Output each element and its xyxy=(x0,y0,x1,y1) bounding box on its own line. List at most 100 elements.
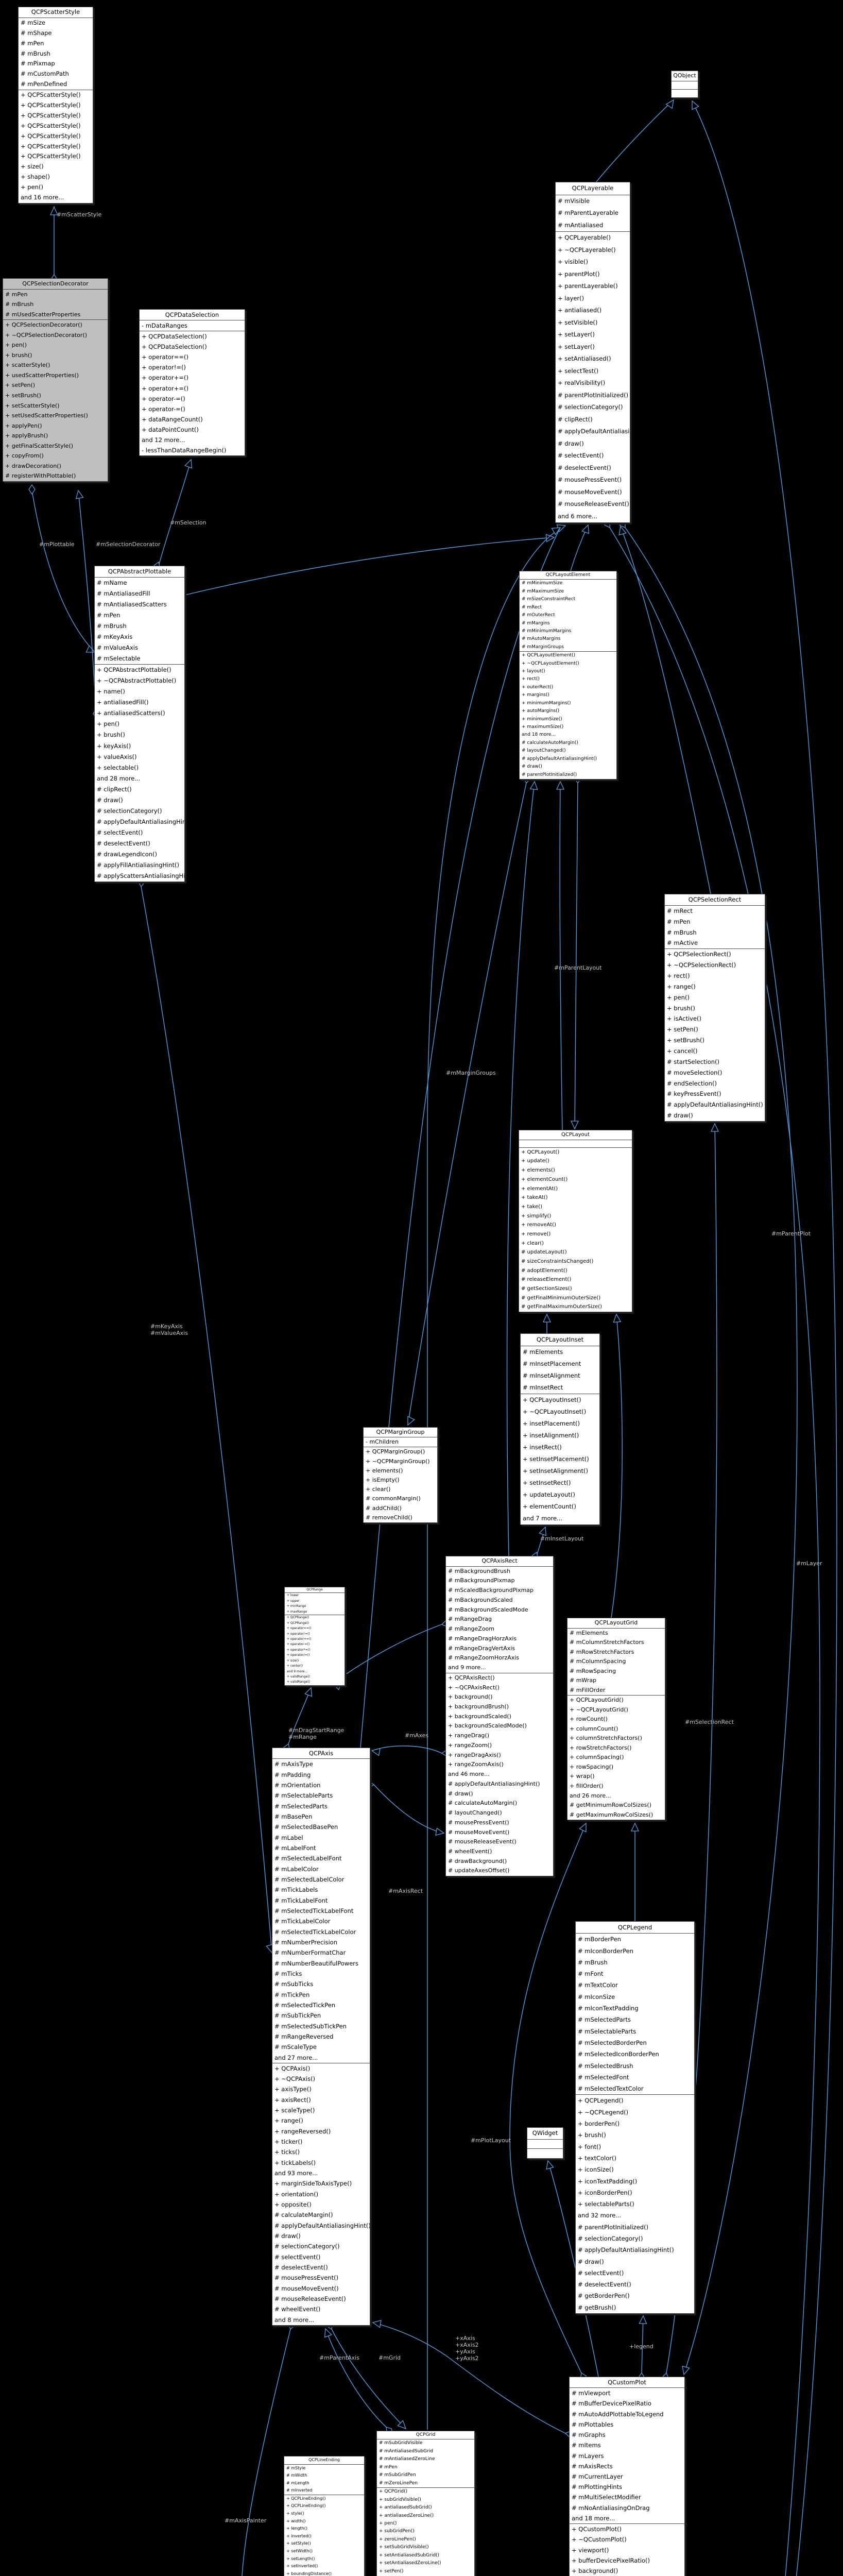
method-row: # drawBackground() xyxy=(448,1857,507,1865)
class-qcpgrid[interactable]: QCPGrid# mSubGridVisible# mAntialiasedSu… xyxy=(376,2431,475,2576)
class-qwidget[interactable]: QWidget xyxy=(527,2127,563,2159)
method-row: + pen() xyxy=(97,720,119,728)
method-row: + background() xyxy=(448,1693,493,1701)
method-row: + QCPMarginGroup() xyxy=(366,1448,425,1455)
method-row: + QCPDataSelection() xyxy=(142,333,207,341)
class-qobject[interactable]: QObject xyxy=(671,71,698,98)
method-row: + operator/=() xyxy=(287,1653,310,1657)
method-row: # selectEvent() xyxy=(578,2269,624,2277)
method-row: + columnCount() xyxy=(570,1725,618,1732)
method-row: + elements() xyxy=(366,1467,403,1474)
class-qcplayerable[interactable]: QCPLayerable# mVisible# mParentLayerable… xyxy=(555,182,630,523)
method-row: # draw() xyxy=(522,764,542,770)
edge-label: #mParentPlot xyxy=(771,1230,811,1237)
method-row: + isActive() xyxy=(667,1015,702,1023)
method-row: + margins() xyxy=(522,692,549,698)
field-row: # mFont xyxy=(578,1970,604,1978)
method-row: + visible() xyxy=(558,258,589,265)
method-row: and 28 more... xyxy=(97,774,141,782)
class-qcpabstractplottable[interactable]: QCPAbstractPlottable# mName# mAntialiase… xyxy=(94,566,185,882)
method-row: + keyAxis() xyxy=(97,742,131,750)
field-row: # mGraphs xyxy=(572,2431,606,2439)
class-qcpselectiondecorator[interactable]: QCPSelectionDecorator# mPen# mBrush# mUs… xyxy=(3,278,108,482)
field-row: + maxRange xyxy=(287,1609,307,1614)
class-title: QCPLayerable xyxy=(556,182,630,195)
method-row: + inverted() xyxy=(286,2533,312,2538)
edge-mParentPlot xyxy=(620,519,798,2376)
method-row: + applyBrush() xyxy=(5,432,48,439)
class-qcplegend[interactable]: QCPLegend# mBorderPen# mIconBorderPen# m… xyxy=(575,1921,695,2314)
field-row: # mAxisRects xyxy=(572,2462,613,2470)
method-row: + ~QCPAxisRect() xyxy=(448,1684,500,1691)
method-row: # addChild() xyxy=(366,1504,402,1512)
method-row: # sizeConstraintsChanged() xyxy=(521,1258,594,1264)
field-row: # mRect xyxy=(522,604,542,610)
method-row: + antialiased() xyxy=(558,307,602,314)
field-row: # mTickLabelColor xyxy=(274,1918,331,1925)
method-row: + wrap() xyxy=(570,1773,595,1780)
field-row: # mRangeReversed xyxy=(274,2032,334,2040)
edge-label: #mSelectionDecorator xyxy=(96,541,161,548)
method-row: # selectionCategory() xyxy=(578,2235,643,2242)
class-methods-section: + QCPAxisRect()+ ~QCPAxisRect()+ backgro… xyxy=(446,1673,553,1876)
method-row: + size() xyxy=(21,163,44,171)
method-row: + autoMargins() xyxy=(522,708,560,714)
field-row: # mBorderPen xyxy=(578,1936,621,1943)
method-row: + shape() xyxy=(21,173,50,181)
field-row: and 9 more... xyxy=(448,1664,486,1671)
class-qcpselectionrect[interactable]: QCPSelectionRect# mRect# mPen# mBrush# m… xyxy=(664,894,765,1122)
field-row: # mInsetAlignment xyxy=(523,1372,580,1379)
method-row: + rangeZoom() xyxy=(448,1741,492,1749)
method-row: # layoutChanged() xyxy=(522,748,566,754)
edge-mDragStartRangemRange xyxy=(283,1687,313,1754)
edge-label: #mLayer xyxy=(796,1560,822,1567)
field-row: - mChildren xyxy=(366,1438,399,1446)
method-row: + zeroLinePen() xyxy=(379,2536,416,2542)
class-qcpaxis[interactable]: QCPAxis# mAxisType# mPadding# mOrientati… xyxy=(272,1748,370,2326)
method-row: # layoutChanged() xyxy=(448,1809,502,1817)
class-qcplayoutinset[interactable]: QCPLayoutInset# mElements# mInsetPlaceme… xyxy=(520,1333,600,1525)
class-qcpdataselection[interactable]: QCPDataSelection- mDataRanges+ QCPDataSe… xyxy=(139,309,245,456)
class-qcpaxisrect[interactable]: QCPAxisRect# mBackgroundBrush# mBackgrou… xyxy=(445,1556,554,1876)
method-row: + QCPAbstractPlottable() xyxy=(97,666,171,674)
method-row: + ~QCPLayoutInset() xyxy=(523,1408,587,1415)
class-qcplineending[interactable]: QCPLineEnding# mStyle# mWidth# mLength# … xyxy=(284,2456,365,2576)
method-row: + pen() xyxy=(667,993,690,1001)
method-row: + QCPScatterStyle() xyxy=(21,111,81,119)
method-row: + borderPen() xyxy=(578,2120,620,2128)
field-row: # mLabelColor xyxy=(274,1865,319,1873)
edge-label: #mAxisRect xyxy=(388,1888,423,1894)
method-row: + textColor() xyxy=(578,2154,616,2162)
method-row: + dataRangeCount() xyxy=(142,415,203,423)
class-qcplayout[interactable]: QCPLayout+ QCPLayout()+ update()+ elemen… xyxy=(519,1130,632,1312)
class-fields-section: # mAxisType# mPadding# mOrientation# mSe… xyxy=(272,1759,370,2063)
field-row: # mRangeDrag xyxy=(448,1616,492,1623)
class-qcpscatterstyle[interactable]: QCPScatterStyle# mSize# mShape# mPen# mB… xyxy=(18,7,93,204)
class-methods-section: + QCPLayout()+ update()+ elements()+ ele… xyxy=(519,1148,632,1312)
method-row: + setVisible() xyxy=(558,318,598,326)
class-qcplayoutgrid[interactable]: QCPLayoutGrid# mElements# mColumnStretch… xyxy=(567,1618,665,1820)
class-qcprange[interactable]: QCPRange+ lower+ upper+ minRange+ maxRan… xyxy=(284,1587,345,1686)
class-qcplayoutelement[interactable]: QCPLayoutElement# mMinimumSize# mMaximum… xyxy=(519,571,617,779)
class-qcpmargingroup[interactable]: QCPMarginGroup- mChildren+ QCPMarginGrou… xyxy=(363,1427,438,1523)
class-qcustomplot[interactable]: QCustomPlot# mViewport# mBufferDevicePix… xyxy=(569,2377,685,2576)
edge-inh-10 xyxy=(542,1313,552,1333)
method-row: # mouseReleaseEvent() xyxy=(274,2295,346,2303)
class-title: QCPLineEnding xyxy=(284,2456,364,2465)
class-methods-section: + QCPRange()+ QCPRange()+ operator==()+ … xyxy=(285,1615,345,1685)
method-row: + ~QCPLayoutGrid() xyxy=(570,1706,628,1713)
field-row: # mPadding xyxy=(274,1771,311,1778)
field-row: # mPenDefined xyxy=(21,80,67,88)
method-row: + QCPGrid() xyxy=(379,2489,408,2495)
field-row: # mColumnSpacing xyxy=(570,1658,626,1665)
class-title: QCPRange xyxy=(285,1587,345,1594)
method-row: # parentPlotInitialized() xyxy=(522,772,577,777)
class-fields-section: # mElements# mColumnStretchFactors# mRow… xyxy=(567,1629,665,1696)
method-row: # calculateMargin() xyxy=(274,2211,333,2219)
method-row: + rangeReversed() xyxy=(274,2127,331,2135)
field-row: # mAntialiasedSubGrid xyxy=(379,2448,434,2454)
method-row: # drawLegendIcon() xyxy=(97,850,158,858)
method-row: + QCPScatterStyle() xyxy=(21,91,81,99)
method-row: and 6 more... xyxy=(558,512,598,520)
method-row: # getMinimumRowColSizes() xyxy=(570,1802,651,1809)
